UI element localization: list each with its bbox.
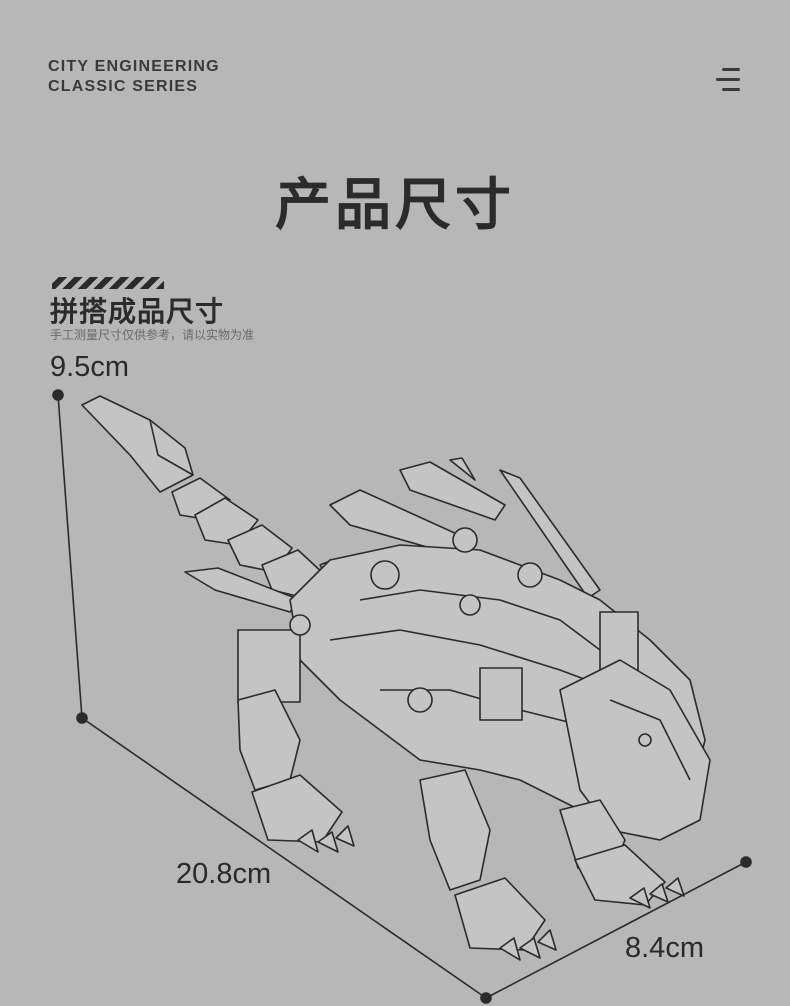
dimension-lines [52, 389, 752, 1004]
section-title: 拼搭成品尺寸 [50, 295, 225, 328]
length-dimension-label: 20.8cm [176, 858, 272, 890]
robot-beast-illustration [81, 395, 711, 961]
hamburger-menu-icon[interactable] [716, 68, 742, 94]
brand-line-2: CLASSIC SERIES [48, 78, 199, 95]
height-dimension-label: 9.5cm [50, 351, 129, 383]
hazard-stripes-decoration [52, 277, 164, 289]
brand-line-1: CITY ENGINEERING [48, 58, 220, 75]
width-dimension-label: 8.4cm [625, 932, 704, 964]
page-title: 产品尺寸 [275, 173, 515, 238]
measurement-note: 手工测量尺寸仅供参考，请以实物为准 [50, 328, 255, 342]
brand-text: CITY ENGINEERING CLASSIC SERIES [48, 57, 220, 97]
